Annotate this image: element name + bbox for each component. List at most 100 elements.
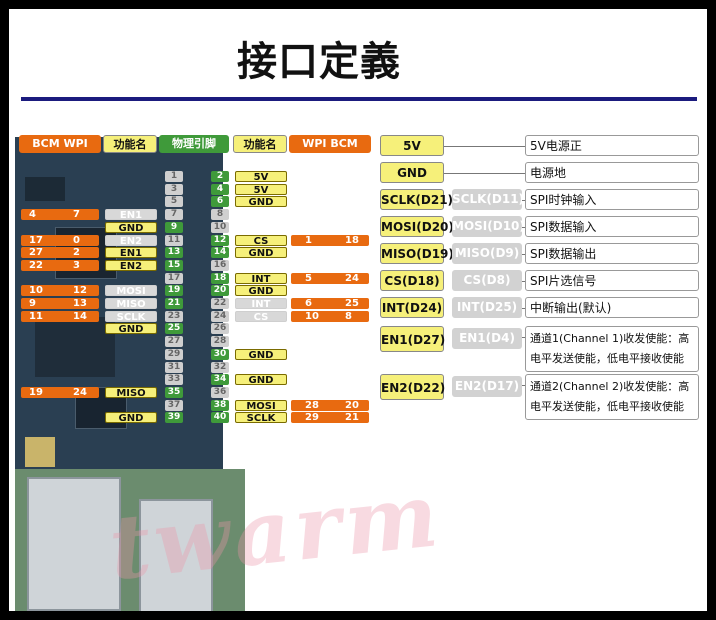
- wpi-number: 2: [73, 247, 80, 259]
- wpi-number: 3: [73, 259, 80, 271]
- pin-number: 21: [165, 298, 183, 309]
- pin-number: 27: [165, 336, 183, 348]
- pin-number: 5: [165, 196, 183, 208]
- pin-number: 4: [211, 183, 229, 195]
- bcm-number: 17: [29, 234, 43, 246]
- pin-number: 23: [165, 310, 183, 322]
- legend-key: INT(D24): [380, 297, 444, 318]
- bcm-number: 21: [345, 412, 359, 424]
- pin-number: 12: [211, 234, 229, 246]
- pin-number: 26: [211, 323, 229, 335]
- pin-number: 31: [165, 361, 183, 373]
- pin-number: 3: [165, 183, 183, 195]
- pin-function-label: MOSI: [235, 399, 287, 412]
- wpi-number: 0: [73, 234, 80, 246]
- pin-number: 13: [165, 247, 183, 259]
- wpi-bcm-label: 28 20: [291, 399, 369, 411]
- pin-number: 19: [165, 285, 183, 297]
- pin-number: 17: [165, 272, 183, 284]
- legend-alt-key: INT(D25): [452, 297, 522, 318]
- bcm-number: 10: [29, 285, 43, 297]
- bcm-wpi-label: 17 0: [21, 234, 99, 246]
- legend-description: SPI片选信号: [525, 270, 699, 291]
- pin-function-label: EN1: [105, 247, 157, 259]
- pin-number: 38: [211, 399, 229, 411]
- pin-number: 8: [211, 209, 229, 221]
- pin-function-label: CS: [235, 234, 287, 247]
- pin-function-label: MOSI: [105, 285, 157, 297]
- bcm-wpi-label: 22 3: [21, 259, 99, 271]
- pin-number: 6: [211, 196, 229, 208]
- pin-number: 10: [211, 221, 229, 233]
- wpi-number: 24: [73, 386, 87, 398]
- pin-function-label: EN1: [105, 209, 157, 221]
- pin-function-label: GND: [235, 285, 287, 297]
- pin-number: 18: [211, 272, 229, 284]
- wpi-number: 6: [305, 298, 312, 309]
- legend-connector: [522, 385, 526, 386]
- pin-number: 29: [165, 348, 183, 360]
- pin-number: 33: [165, 374, 183, 386]
- pin-number: 16: [211, 259, 229, 271]
- pin-function-label: INT: [235, 298, 287, 310]
- legend-connector: [444, 146, 526, 147]
- legend-connector: [522, 281, 526, 282]
- legend-description: 中断输出(默认): [525, 297, 699, 318]
- legend-connector: [522, 337, 526, 338]
- legend-alt-key: EN2(D17): [452, 376, 522, 397]
- legend-description: SPI数据输出: [525, 243, 699, 264]
- pin-function-label: EN2: [105, 234, 157, 247]
- pin-function-label: 5V: [235, 171, 287, 183]
- wpi-number: 7: [73, 209, 80, 221]
- legend-key: SCLK(D21): [380, 189, 453, 210]
- pin-function-label: GND: [235, 196, 287, 208]
- pin-function-label: GND: [235, 247, 287, 259]
- bcm-number: 9: [29, 298, 36, 309]
- pin-function-label: MISO: [105, 386, 157, 399]
- page-title: 接口定義: [237, 39, 401, 85]
- pin-number: 7: [165, 209, 183, 221]
- bcm-number: 11: [29, 310, 43, 322]
- header-bcm-wpi: BCM WPI: [19, 135, 101, 153]
- usb-port-image: [27, 477, 121, 611]
- legend-key: 5V: [380, 135, 444, 156]
- pin-number: 2: [211, 171, 229, 182]
- bcm-number: 19: [29, 386, 43, 398]
- wpi-number: 13: [73, 298, 87, 309]
- bcm-number: 20: [345, 399, 359, 411]
- legend-description: 通道1(Channel 1)收发使能：高电平发送使能，低电平接收使能: [525, 326, 699, 372]
- legend-description: 电源地: [525, 162, 699, 183]
- header-wpi-bcm: WPI BCM: [289, 135, 371, 153]
- pin-function-label: EN2: [105, 259, 157, 272]
- legend-key: EN1(D27): [380, 326, 445, 352]
- pin-number: 28: [211, 336, 229, 348]
- legend-description: 5V电源正: [525, 135, 699, 156]
- bcm-number: 4: [29, 209, 36, 221]
- pin-number: 25: [165, 323, 183, 335]
- pin-function-label: GND: [105, 221, 157, 234]
- wpi-number: 28: [305, 399, 319, 411]
- wpi-number: 29: [305, 412, 319, 424]
- pin-number: 14: [211, 247, 229, 259]
- pin-number: 9: [165, 221, 183, 233]
- bcm-number: 22: [29, 259, 43, 271]
- legend-alt-key: MOSI(D10): [452, 216, 525, 237]
- header-physical-pin: 物理引脚: [159, 135, 229, 153]
- legend-alt-key: SCLK(D11): [452, 189, 524, 210]
- legend-connector: [522, 200, 526, 201]
- legend-key: GND: [380, 162, 444, 183]
- pin-number: 11: [165, 234, 183, 246]
- pin-function-label: GND: [105, 323, 157, 335]
- pin-function-label: SCLK: [105, 310, 157, 323]
- pin-number: 39: [165, 412, 183, 424]
- pin-function-label: 5V: [235, 183, 287, 196]
- pin-number: 34: [211, 374, 229, 386]
- wpi-bcm-label: 29 21: [291, 412, 369, 424]
